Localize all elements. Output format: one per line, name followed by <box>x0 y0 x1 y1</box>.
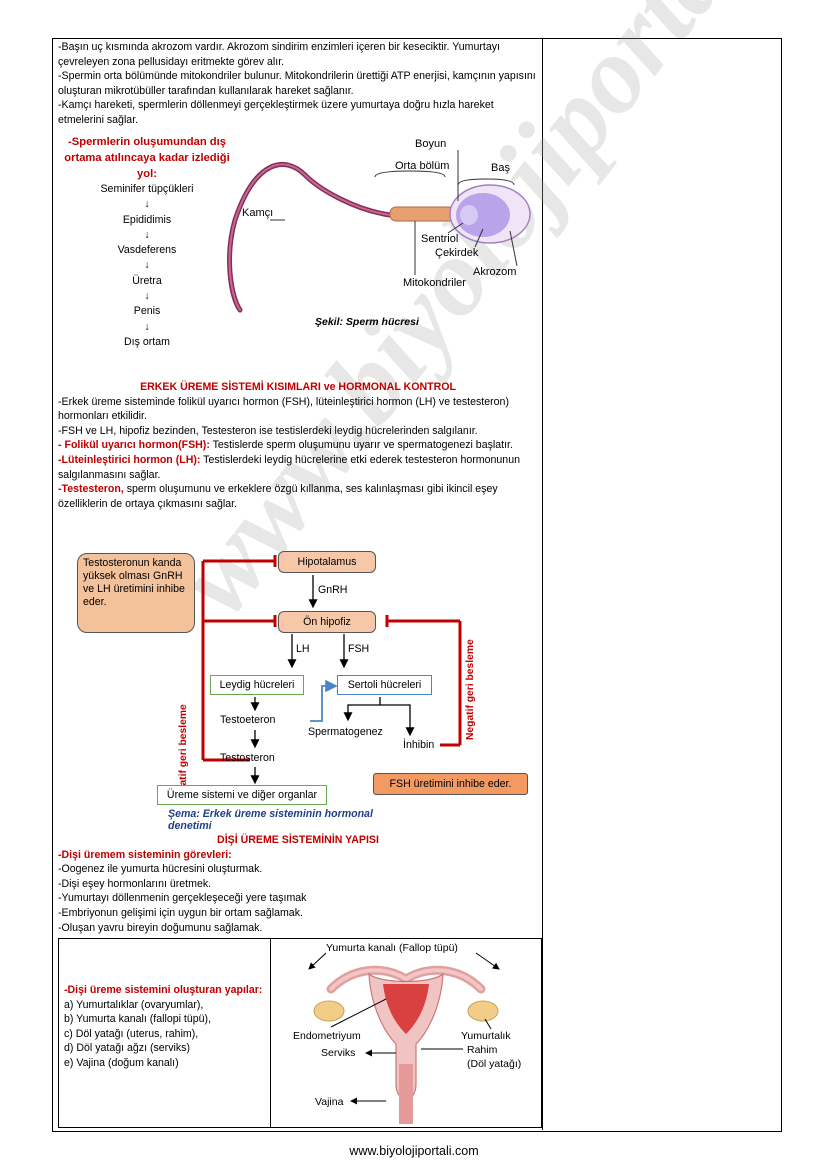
structure-item: c) Döl yatağı (uterus, rahim), <box>64 1027 199 1040</box>
label-rahim: Rahim <box>467 1044 498 1056</box>
down-arrow-icon: ↓ <box>144 259 150 272</box>
down-arrow-icon: ↓ <box>144 198 150 211</box>
label-dol-yatagi: (Döl yatağı) <box>467 1058 521 1070</box>
footer-url[interactable]: www.biyolojiportali.com <box>349 1144 479 1158</box>
hormonal-control-diagram: Testosteronun kanda yüksek olması GnRH v… <box>60 545 540 835</box>
label-bas: Baş <box>491 162 510 174</box>
label-serviks: Serviks <box>321 1047 355 1059</box>
pathway-step: Vasdeferens <box>117 244 177 257</box>
structures-title: -Dişi üreme sistemini oluşturan yapılar: <box>64 984 263 996</box>
testosteron-label: Testosteron <box>220 752 275 764</box>
testoeteron-label: Testoeteron <box>220 714 276 726</box>
pathway-step: Dış ortam <box>124 335 170 348</box>
section-heading: ERKEK ÜREME SİSTEMİ KISIMLARI ve HORMONA… <box>140 381 456 393</box>
leydig-box: Leydig hücreleri <box>210 675 304 695</box>
structure-item: e) Vajina (doğum kanalı) <box>64 1056 179 1069</box>
organs-box: Üreme sistemi ve diğer organlar <box>157 785 327 805</box>
task-item: -Oluşan yavru bireyin doğumunu sağlamak. <box>58 921 263 934</box>
label-vajina: Vajina <box>315 1096 344 1108</box>
male-paragraph-1: -Erkek üreme sisteminde folikül uyarıcı … <box>58 395 509 423</box>
label-sentriol: Sentriol <box>421 233 458 245</box>
column-separator <box>542 38 543 1130</box>
down-arrow-icon: ↓ <box>144 290 150 303</box>
callout-fsh: FSH üretimini inhibe eder. <box>373 773 528 795</box>
label-cekirdek: Çekirdek <box>435 247 479 259</box>
female-reproductive-figure: Yumurta kanalı (Fallop tüpü) Endometriyu… <box>293 942 521 1124</box>
female-heading: DİŞİ ÜREME SİSTEMİNİN YAPISI <box>217 834 379 846</box>
on-hipofiz-box: Ön hipofiz <box>278 611 376 633</box>
pathway-step: Seminifer tüpçükleri <box>100 183 194 195</box>
figure-caption: Şekil: Sperm hücresi <box>315 316 420 328</box>
task-item: -Embriyonun gelişimi için uygun bir orta… <box>58 906 303 919</box>
label-yumurtalik: Yumurtalık <box>461 1030 511 1042</box>
structure-item: a) Yumurtalıklar (ovaryumlar), <box>64 998 204 1011</box>
lh-arrow-label: LH <box>296 643 310 655</box>
sertoli-box: Sertoli hücreleri <box>337 675 432 695</box>
testesteron-label: -Testesteron, <box>58 483 124 496</box>
spermatogenez-label: Spermatogenez <box>308 726 383 738</box>
structure-item: b) Yumurta kanalı (fallopi tüpü), <box>64 1013 212 1026</box>
label-akrozom: Akrozom <box>473 266 516 278</box>
label-kamci: Kamçı <box>242 207 273 219</box>
diagram-connectors <box>201 555 462 785</box>
label-yumurta-kanali: Yumurta kanalı (Fallop tüpü) <box>326 942 458 954</box>
sperm-pathway: -Spermlerin oluşumundan dış ortama atılı… <box>62 134 232 350</box>
fsh-text: Testislerde sperm oluşumunu uyarır ve sp… <box>209 439 513 452</box>
pathway-step: Penis <box>133 305 161 318</box>
tasks-title: -Dişi üremem sisteminin görevleri: <box>58 848 232 861</box>
sperm-cell-figure: Boyun Orta bölüm Baş Kamçı Sentriol Çeki… <box>227 138 531 328</box>
male-paragraph-2: -FSH ve LH, hipofiz bezinden, Testestero… <box>58 424 478 437</box>
label-mitokondriler: Mitokondriler <box>403 277 466 289</box>
label-endometriyum: Endometriyum <box>293 1030 361 1042</box>
testesteron-text: sperm oluşumunu ve erkeklere özgü kıllan… <box>58 483 498 510</box>
task-item: -Oogenez ile yumurta hücresini oluşturma… <box>58 863 263 876</box>
pathway-title: -Spermlerin oluşumundan dış ortama atılı… <box>64 136 230 180</box>
structures-cell: -Dişi üreme sistemini oluşturan yapılar:… <box>59 939 271 1127</box>
lh-text: Testislerdeki leydig hücrelerine etki ed… <box>58 453 520 481</box>
down-arrow-icon: ↓ <box>144 320 150 333</box>
intro-paragraph-1: -Başın uç kısmında akrozom vardır. Akroz… <box>58 41 500 68</box>
intro-paragraph-2: -Spermin orta bölümünde mitokondriler bu… <box>58 70 536 97</box>
pathway-step: Üretra <box>132 274 162 287</box>
content-table <box>52 38 782 1132</box>
fsh-arrow-label: FSH <box>348 643 370 655</box>
label-boyun: Boyun <box>415 138 446 150</box>
neg-feedback-right-label: Negatif geri besleme <box>465 639 476 740</box>
lh-label: -Lüteinleştirici hormon (LH): <box>58 453 201 466</box>
task-item: -Dişi eşey hormonlarını üretmek. <box>58 877 212 890</box>
female-section: DİŞİ ÜREME SİSTEMİNİN YAPISI -Dişi üreme… <box>58 833 538 935</box>
intro-paragraph-3: -Kamçı hareketi, spermlerin döllenmeyi g… <box>58 99 494 126</box>
negative-feedback-right: Negatif geri besleme <box>465 630 485 740</box>
intro-text: -Başın uç kısmında akrozom vardır. Akroz… <box>58 40 538 128</box>
pathway-step: Epididimis <box>122 213 172 226</box>
inhibin-label: İnhibin <box>403 739 435 751</box>
fsh-label: - Folikül uyarıcı hormon(FSH): <box>58 439 210 452</box>
male-section: ERKEK ÜREME SİSTEMİ KISIMLARI ve HORMONA… <box>58 380 538 511</box>
diagram-caption: Şema: Erkek üreme sisteminin hormonal de… <box>168 808 373 832</box>
hipotalamus-box: Hipotalamus <box>278 551 376 573</box>
callout-testosteron: Testosteronun kanda yüksek olması GnRH v… <box>77 553 195 633</box>
down-arrow-icon: ↓ <box>144 228 150 241</box>
gnrh-label: GnRH <box>318 584 348 596</box>
female-structures-table: -Dişi üreme sistemini oluşturan yapılar:… <box>58 938 542 1128</box>
task-item: -Yumurtayı döllenmenin gerçekleşeceği ye… <box>58 892 307 905</box>
label-orta-bolum: Orta bölüm <box>395 160 449 172</box>
structure-item: d) Döl yatağı ağzı (serviks) <box>64 1042 190 1055</box>
